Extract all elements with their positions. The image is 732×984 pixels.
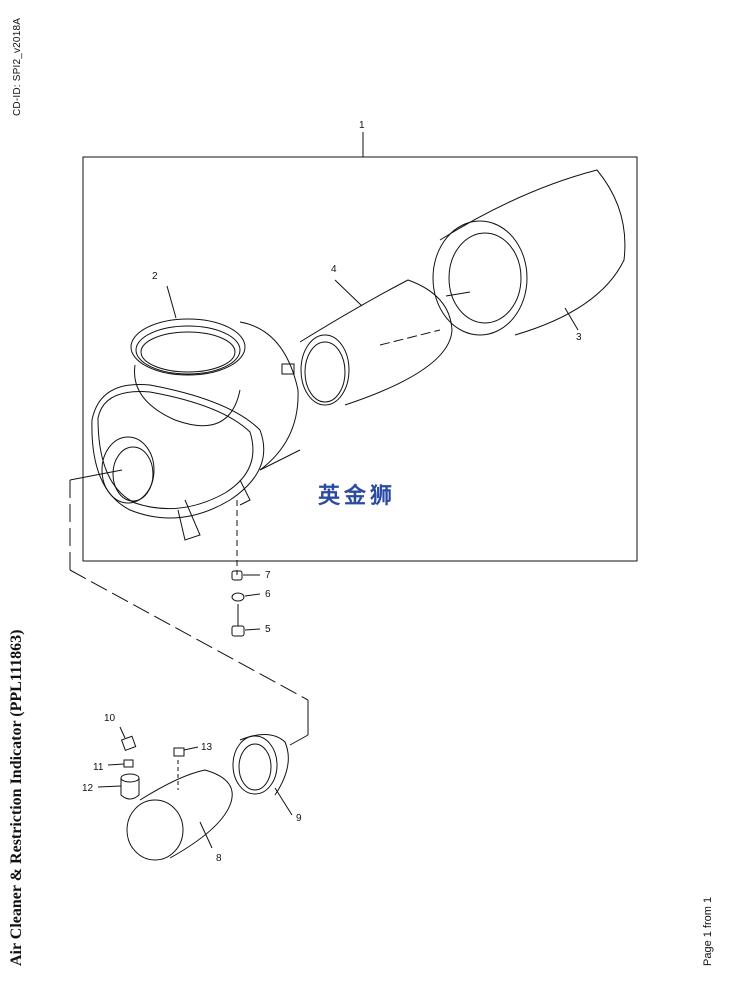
inner-safety-element [299, 279, 453, 406]
indicator-10 [119, 726, 137, 751]
callout-11: 11 [93, 762, 104, 773]
callout-9: 9 [296, 813, 302, 824]
adapter-11 [107, 759, 134, 768]
callout-10: 10 [104, 713, 116, 724]
bolt-5 [231, 604, 261, 637]
callout-5: 5 [265, 624, 271, 635]
callout-7: 7 [265, 570, 271, 581]
callout-12: 12 [82, 783, 94, 794]
inlet-adapter-9 [232, 734, 293, 816]
page-title: Air Cleaner & Restriction Indicator (PPL… [8, 629, 25, 966]
assembly-frame [82, 156, 638, 562]
callout-1: 1 [359, 120, 365, 131]
watermark-logo: 英金狮 [318, 484, 397, 509]
cd-id-label: CD-ID: SPI2_v2018A [12, 17, 23, 116]
restriction-indicator-12 [97, 773, 140, 800]
outer-filter-element [432, 169, 626, 336]
page-number: Page 1 from 1 [702, 896, 714, 966]
nut-7 [231, 570, 260, 581]
callout-2: 2 [152, 271, 158, 282]
air-cleaner-housing [69, 285, 301, 541]
callout-6: 6 [265, 589, 271, 600]
callout-3: 3 [576, 332, 582, 343]
screw-13 [173, 746, 199, 757]
callout-4: 4 [331, 264, 337, 275]
callout-8: 8 [216, 853, 222, 864]
pre-cleaner-tube-8 [126, 760, 233, 861]
washer-6 [231, 592, 261, 602]
callout-13: 13 [201, 742, 213, 753]
